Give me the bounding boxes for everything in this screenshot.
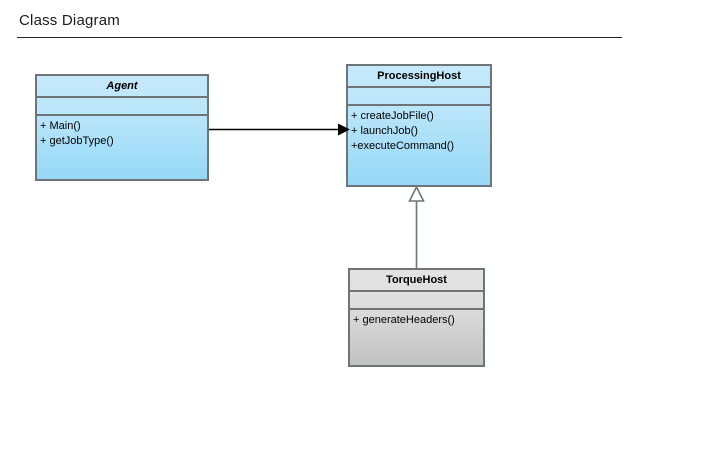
operations-compartment-torquehost: + generateHeaders() xyxy=(350,310,483,365)
class-name-agent: Agent xyxy=(37,76,207,98)
class-name-processinghost: ProcessingHost xyxy=(348,66,490,88)
attributes-compartment-torquehost xyxy=(350,292,483,310)
uml-class-processinghost[interactable]: ProcessingHost + createJobFile() + launc… xyxy=(346,64,492,187)
page-title: Class Diagram xyxy=(19,12,120,29)
operations-compartment-agent: + Main() + getJobType() xyxy=(37,116,207,179)
attributes-compartment-agent xyxy=(37,98,207,116)
title-divider xyxy=(17,37,622,38)
association-agent-to-processinghost xyxy=(209,123,350,136)
operation-item: + generateHeaders() xyxy=(353,314,455,326)
operation-item: + getJobType() xyxy=(40,135,114,147)
generalization-torquehost-to-processinghost xyxy=(408,185,425,269)
operations-compartment-processinghost: + createJobFile() + launchJob() +execute… xyxy=(348,106,490,185)
operation-item: + Main() xyxy=(40,120,81,132)
attributes-compartment-processinghost xyxy=(348,88,490,106)
uml-class-torquehost[interactable]: TorqueHost + generateHeaders() xyxy=(348,268,485,367)
operation-item: +executeCommand() xyxy=(351,140,455,152)
uml-class-agent[interactable]: Agent + Main() + getJobType() xyxy=(35,74,209,181)
operation-item: + createJobFile() xyxy=(351,110,434,122)
operation-item: + launchJob() xyxy=(351,125,418,137)
class-name-torquehost: TorqueHost xyxy=(350,270,483,292)
